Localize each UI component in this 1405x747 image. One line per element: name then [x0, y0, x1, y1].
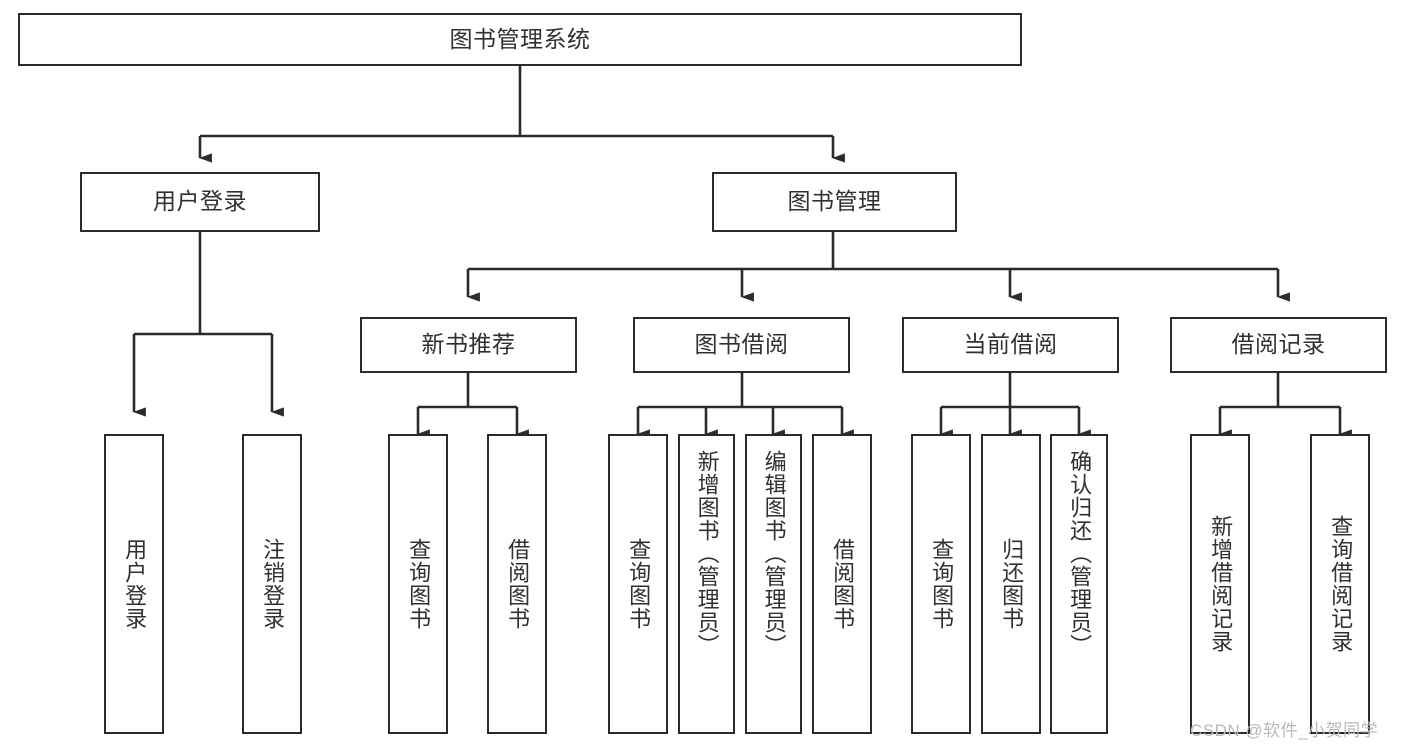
edges-currentborrow-to-leaves [939, 373, 1091, 439]
node-current-borrow-label: 当前借阅 [963, 331, 1058, 358]
leaf-add-record-label: 新增借阅记录 [1208, 515, 1234, 653]
leaf-add-book-label: 新增图书（管理员） [694, 450, 720, 657]
leaf-confirm-return-label: 确认归还（管理员） [1067, 450, 1093, 657]
node-new-book-recommend-label: 新书推荐 [421, 331, 516, 358]
node-borrow-record[interactable]: 借阅记录 [1170, 317, 1387, 373]
node-book-management-label: 图书管理 [787, 188, 882, 215]
leaf-query-book-1[interactable]: 查询图书 [388, 434, 448, 734]
leaf-user-logout[interactable]: 注销登录 [242, 434, 302, 734]
edges-borrowrecord-to-leaves [1218, 373, 1352, 439]
leaf-query-book-2-label: 查询图书 [626, 538, 652, 630]
leaf-user-login[interactable]: 用户登录 [104, 434, 164, 734]
leaf-add-book[interactable]: 新增图书（管理员） [678, 434, 735, 734]
leaf-query-book-3-label: 查询图书 [929, 538, 955, 630]
leaf-borrow-book-1-label: 借阅图书 [505, 538, 531, 630]
leaf-borrow-book-1[interactable]: 借阅图书 [487, 434, 547, 734]
leaf-borrow-book-2-label: 借阅图书 [830, 538, 856, 630]
node-root[interactable]: 图书管理系统 [18, 13, 1022, 66]
leaf-query-book-2[interactable]: 查询图书 [608, 434, 668, 734]
node-borrow-record-label: 借阅记录 [1231, 331, 1326, 358]
leaf-query-book-3[interactable]: 查询图书 [911, 434, 971, 734]
edges-bookborrow-to-leaves [636, 373, 854, 439]
node-new-book-recommend[interactable]: 新书推荐 [360, 317, 577, 373]
leaf-add-record[interactable]: 新增借阅记录 [1190, 434, 1250, 734]
leaf-edit-book-label: 编辑图书（管理员） [761, 450, 787, 657]
leaf-confirm-return[interactable]: 确认归还（管理员） [1050, 434, 1108, 734]
node-user-login[interactable]: 用户登录 [80, 172, 320, 232]
leaf-user-logout-label: 注销登录 [260, 538, 286, 630]
leaf-query-book-1-label: 查询图书 [406, 538, 432, 630]
edges-userlogin-to-leaves [132, 232, 284, 417]
leaf-edit-book[interactable]: 编辑图书（管理员） [745, 434, 802, 734]
leaf-query-record-label: 查询借阅记录 [1328, 515, 1354, 653]
node-book-management[interactable]: 图书管理 [712, 172, 957, 232]
leaf-borrow-book-2[interactable]: 借阅图书 [812, 434, 872, 734]
node-user-login-label: 用户登录 [153, 188, 247, 215]
node-root-label: 图书管理系统 [449, 25, 591, 52]
csdn-watermark: CSDN @软件_小贺同学 [1190, 721, 1379, 740]
edges-root-to-level2 [198, 66, 845, 163]
edges-newbook-to-leaves [416, 373, 529, 439]
leaf-return-book-label: 归还图书 [999, 538, 1025, 630]
leaf-user-login-label: 用户登录 [122, 538, 148, 630]
node-current-borrow[interactable]: 当前借阅 [902, 317, 1119, 373]
node-book-borrow[interactable]: 图书借阅 [633, 317, 850, 373]
node-book-borrow-label: 图书借阅 [694, 331, 789, 358]
leaf-query-record[interactable]: 查询借阅记录 [1310, 434, 1370, 734]
leaf-return-book[interactable]: 归还图书 [981, 434, 1041, 734]
edges-bookmgmt-to-level3 [466, 232, 1290, 302]
